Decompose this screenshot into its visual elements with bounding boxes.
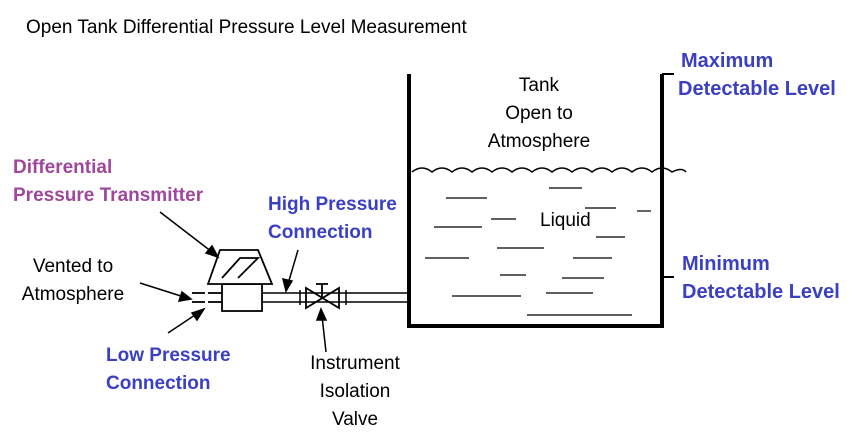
liquid-surface — [411, 167, 687, 173]
valve-label-line-3: Valve — [331, 409, 379, 430]
transmitter-label: Differential Pressure Transmitter — [13, 154, 203, 210]
vented-label-line-1: Vented to — [32, 256, 114, 277]
high-pressure-label-line-2: Connection — [268, 222, 373, 243]
impulse-pipe — [263, 290, 409, 305]
diagram-title: Open Tank Differential Pressure Level Me… — [26, 17, 467, 38]
transmitter-label-line-2: Pressure Transmitter — [13, 185, 204, 206]
tank-walls — [407, 74, 664, 328]
tank-label-line-2: Open to — [505, 103, 573, 124]
low-pressure-label: Low Pressure Connection — [106, 342, 231, 398]
valve-label: Instrument Isolation Valve — [296, 350, 414, 434]
leader-lines — [139, 211, 328, 353]
valve-label-line-1: Instrument — [310, 353, 400, 374]
high-pressure-label-line-1: High Pressure — [268, 194, 397, 215]
max-level-label-line-2: Detectable Level — [678, 78, 836, 100]
max-level-label-line-1: Maximum — [681, 50, 774, 72]
tank-label-line-1: Tank — [518, 75, 560, 96]
min-level-label-line-2: Detectable Level — [682, 281, 840, 303]
valve-label-line-2: Isolation — [319, 381, 391, 402]
tank-label: Tank Open to Atmosphere — [466, 72, 612, 156]
liquid-label: Liquid — [540, 210, 591, 231]
min-level-label: Minimum Detectable Level — [682, 250, 840, 306]
min-level-label-line-1: Minimum — [682, 253, 770, 275]
max-level-label: Maximum Detectable Level — [678, 47, 836, 103]
vented-label: Vented to Atmosphere — [14, 253, 132, 309]
isolation-valve — [305, 283, 340, 310]
low-pressure-label-line-1: Low Pressure — [106, 345, 231, 366]
transmitter — [192, 249, 274, 312]
transmitter-label-line-1: Differential — [13, 157, 113, 178]
high-pressure-label: High Pressure Connection — [268, 191, 397, 247]
tank-label-line-3: Atmosphere — [487, 131, 591, 152]
vented-label-line-2: Atmosphere — [21, 284, 125, 305]
liquid-hatching — [425, 187, 651, 316]
low-pressure-label-line-2: Connection — [106, 373, 211, 394]
